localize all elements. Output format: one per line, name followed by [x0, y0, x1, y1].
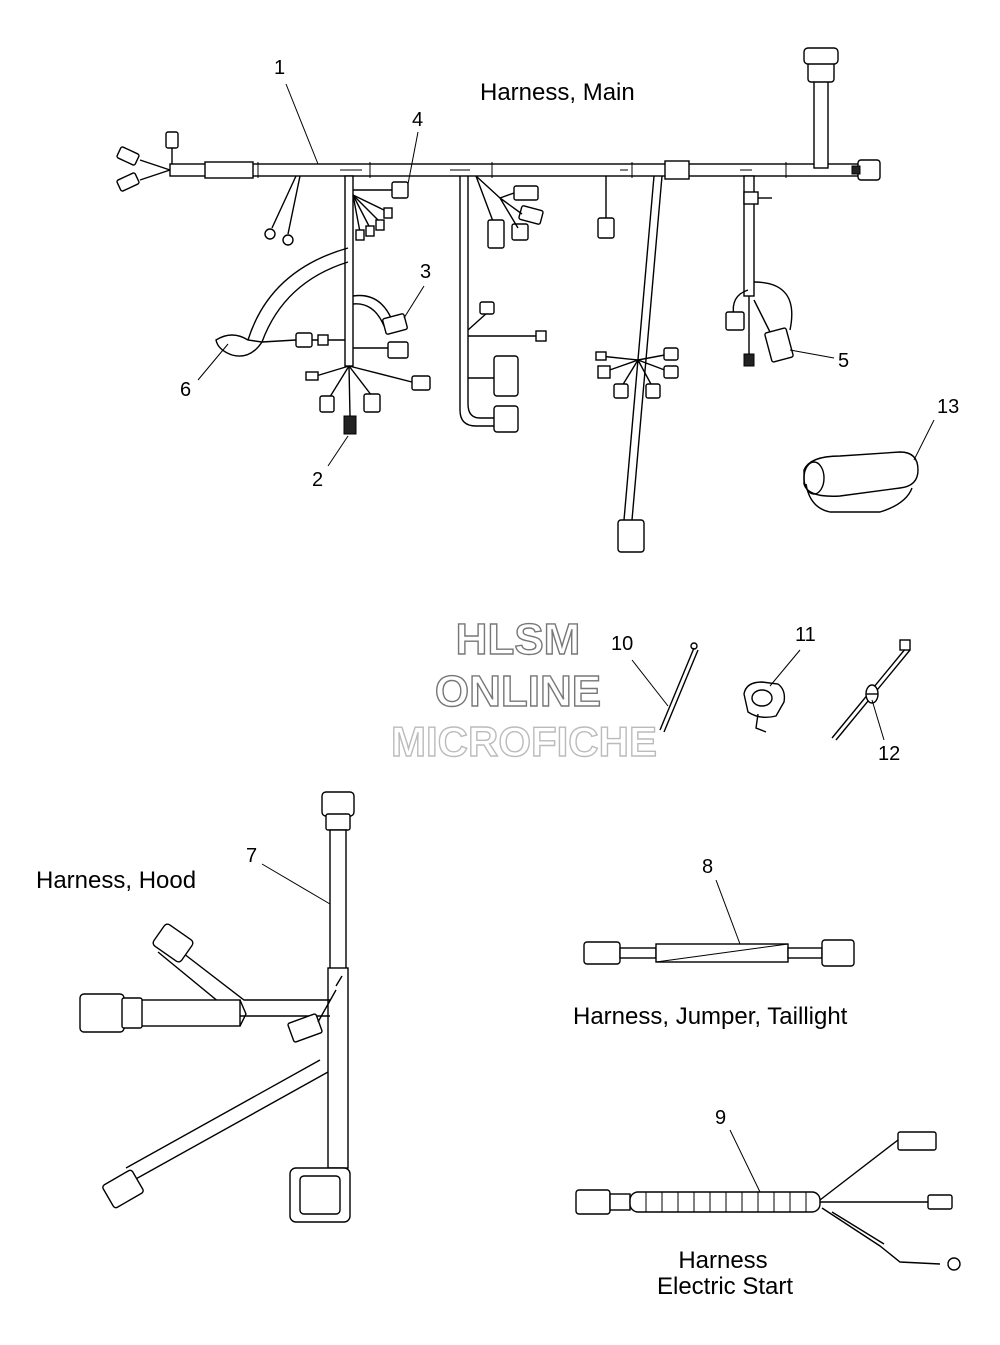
watermark-line3: MICROFICHE [391, 718, 657, 765]
callout-3: 3 [420, 261, 431, 283]
callout-1: 1 [274, 57, 285, 79]
callout-4: 4 [412, 109, 423, 131]
title-harness-electric-2: Electric Start [657, 1273, 793, 1300]
electric-start-harness [575, 1131, 961, 1271]
watermark: HLSM ONLINE MICROFICHE [390, 614, 657, 765]
callout-8: 8 [702, 856, 713, 878]
callout-10: 10 [611, 633, 633, 655]
mounting-tie-12 [831, 639, 911, 741]
title-harness-hood: Harness, Hood [36, 867, 196, 894]
hood-harness [79, 791, 355, 1223]
callout-12: 12 [878, 743, 900, 765]
callout-11: 11 [795, 624, 816, 646]
title-harness-main: Harness, Main [480, 79, 635, 106]
title-harness-electric-1: Harness [678, 1247, 767, 1274]
clamp-11 [743, 681, 786, 733]
title-harness-jumper: Harness, Jumper, Taillight [573, 1003, 848, 1030]
callout-13: 13 [937, 396, 959, 418]
callout-2: 2 [312, 469, 323, 491]
callout-9: 9 [715, 1107, 726, 1129]
watermark-line1: HLSM [456, 615, 581, 664]
jumper-taillight-harness [583, 939, 855, 967]
cable-tie-10 [659, 642, 699, 733]
callout-leaders [197, 83, 935, 1193]
callout-5: 5 [838, 350, 849, 372]
callout-6: 6 [180, 379, 191, 401]
part-13-cover [803, 451, 919, 513]
callout-7: 7 [246, 845, 257, 867]
watermark-line2: ONLINE [435, 667, 601, 716]
main-harness [116, 47, 881, 553]
